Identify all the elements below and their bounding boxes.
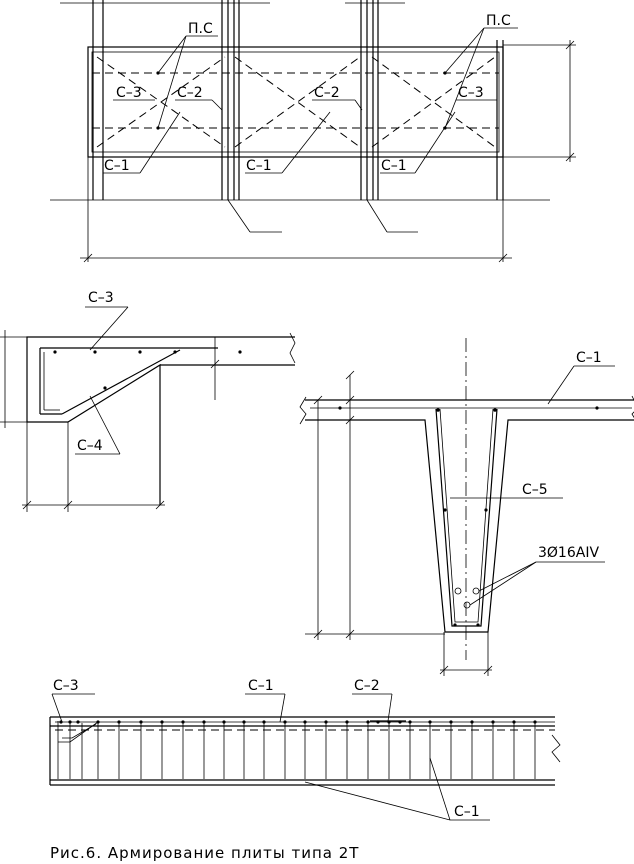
label-ps-right: П.С: [486, 13, 511, 29]
cantilever-section: С–3 С–4: [0, 290, 296, 512]
label-c2-plan-left: С–2: [177, 85, 203, 101]
label-c3-plan-right: С–3: [458, 85, 484, 101]
rib-cross-section: С–1 С–5 3Ø16AIV: [299, 338, 634, 676]
label-c1-long: С–1: [248, 678, 274, 694]
label-c2-plan-right: С–2: [314, 85, 340, 101]
label-c5-rib: С–5: [522, 482, 548, 498]
longitudinal-section: С–3 С–1 С–2 С–1: [49, 678, 561, 821]
label-c1-plan-3: С–1: [381, 158, 407, 174]
label-ps-left: П.С: [188, 21, 213, 37]
label-rebar: 3Ø16AIV: [538, 545, 599, 561]
label-c1-rib: С–1: [576, 350, 602, 366]
label-c4-section: С–4: [77, 438, 103, 454]
plan-view: П.С П.С С–3 С–2 С–2 С–3 С–1 С–1 С–1: [50, 0, 576, 263]
label-c3-plan-left: С–3: [116, 85, 142, 101]
label-c3-section: С–3: [88, 290, 114, 306]
label-c2-long: С–2: [354, 678, 380, 694]
label-c3-long: С–3: [53, 678, 79, 694]
figure-caption: Рис.6. Армирование плиты типа 2Т: [50, 844, 359, 862]
label-c1-plan-1: С–1: [104, 158, 130, 174]
label-c1-plan-2: С–1: [246, 158, 272, 174]
label-c1-long-bottom: С–1: [454, 804, 480, 820]
